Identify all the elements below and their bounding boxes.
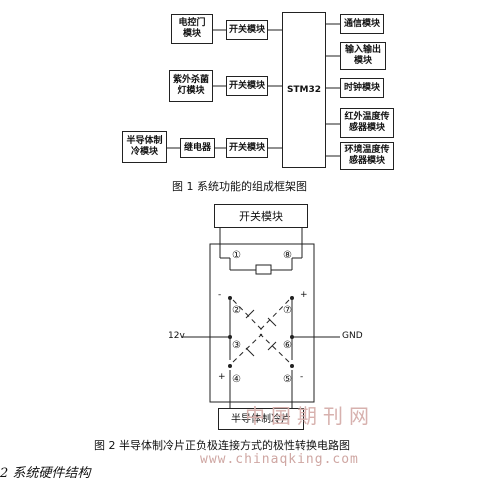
block-switch-2: 开关模块 <box>226 76 268 96</box>
pin-2: ② <box>232 305 241 316</box>
block-switch-1: 开关模块 <box>226 20 268 40</box>
pin-6: ⑥ <box>283 340 292 351</box>
block-env-temp-sensor: 环境温度传 感器模块 <box>340 142 394 170</box>
sign-minus-right: - <box>300 372 304 382</box>
figure1-caption: 图 1 系统功能的组成框架图 <box>172 180 307 193</box>
block-semiconductor-cooling: 半导体制 冷模块 <box>122 131 167 163</box>
block-semiconductor-plate: 半导体制冷片 <box>218 408 304 430</box>
block-switch-3: 开关模块 <box>226 138 268 158</box>
figure2-caption: 图 2 半导体制冷片正负极连接方式的极性转换电路图 <box>94 439 350 452</box>
sign-plus-left: + <box>218 372 226 382</box>
block-stm32: STM32 <box>282 12 326 168</box>
pin-7: ⑦ <box>283 305 292 316</box>
circuit-frame <box>209 243 315 403</box>
pin-1: ① <box>232 250 241 261</box>
block-io: 输入输出 模块 <box>340 42 386 70</box>
label-gnd: GND <box>342 331 363 341</box>
sign-plus-right: + <box>300 290 308 300</box>
block-electric-door: 电控门 模块 <box>171 14 213 44</box>
pin-5: ⑤ <box>283 374 292 385</box>
pin-4: ④ <box>232 374 241 385</box>
pin-8: ⑧ <box>283 250 292 261</box>
block-switch-module: 开关模块 <box>214 204 308 228</box>
watermark-url: www.chinaqking.com <box>200 452 359 467</box>
label-12v: 12v <box>168 331 185 341</box>
section-heading: 2 系统硬件结构 <box>0 466 91 481</box>
pin-3: ③ <box>232 340 241 351</box>
watermark-cn: 中国期刊网 <box>245 404 375 428</box>
sign-minus-left: - <box>218 290 222 300</box>
block-communication: 通信模块 <box>340 14 384 34</box>
block-uv-lamp: 紫外杀菌 灯模块 <box>169 70 213 102</box>
block-ir-temp-sensor: 红外温度传 感器模块 <box>340 108 394 138</box>
block-relay: 继电器 <box>180 138 215 158</box>
block-clock: 时钟模块 <box>340 78 384 98</box>
